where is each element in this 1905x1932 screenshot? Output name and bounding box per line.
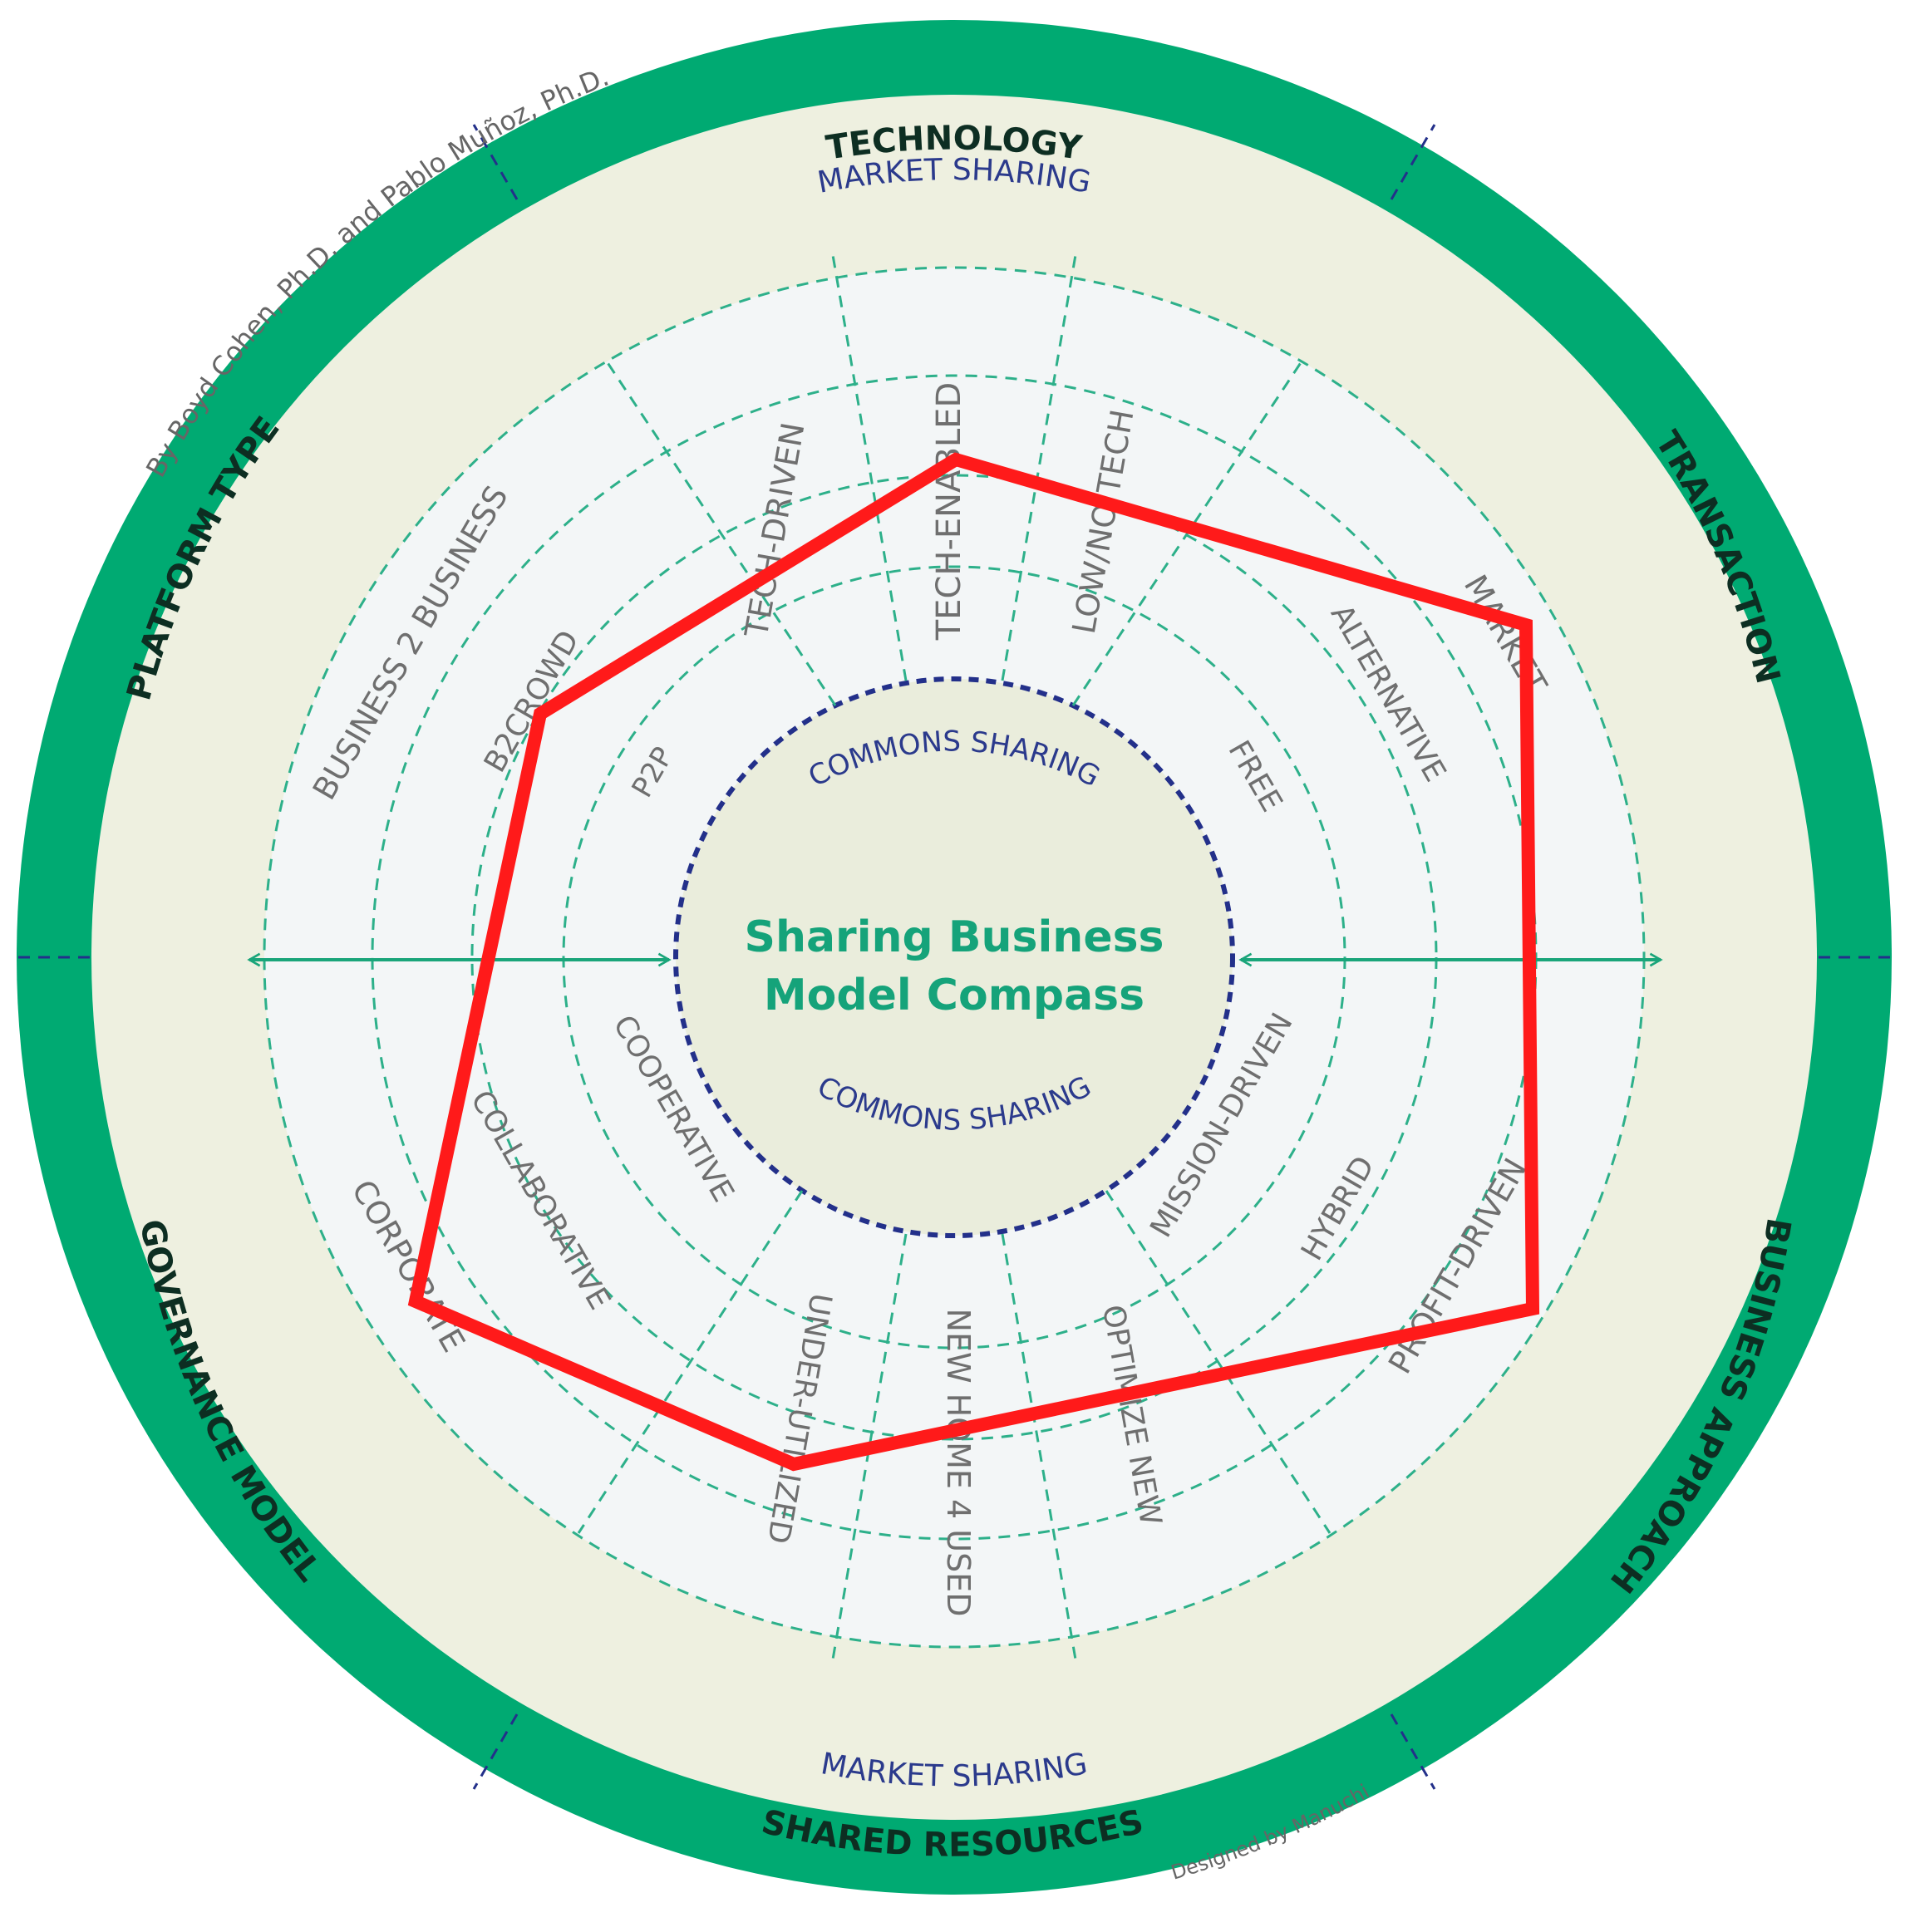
commons-sharing-center bbox=[673, 676, 1235, 1238]
dimension-separators bbox=[17, 124, 1892, 1790]
selected-profile-polygon bbox=[407, 452, 1540, 1472]
compass-title-line-1: Sharing Business bbox=[745, 912, 1164, 962]
option-new-home-4-used: NEW HOME 4 USED bbox=[940, 1309, 977, 1617]
option-tech-enabled: TECH-ENABLED bbox=[930, 382, 968, 642]
compass-title-line-2: Model Compass bbox=[764, 971, 1144, 1020]
